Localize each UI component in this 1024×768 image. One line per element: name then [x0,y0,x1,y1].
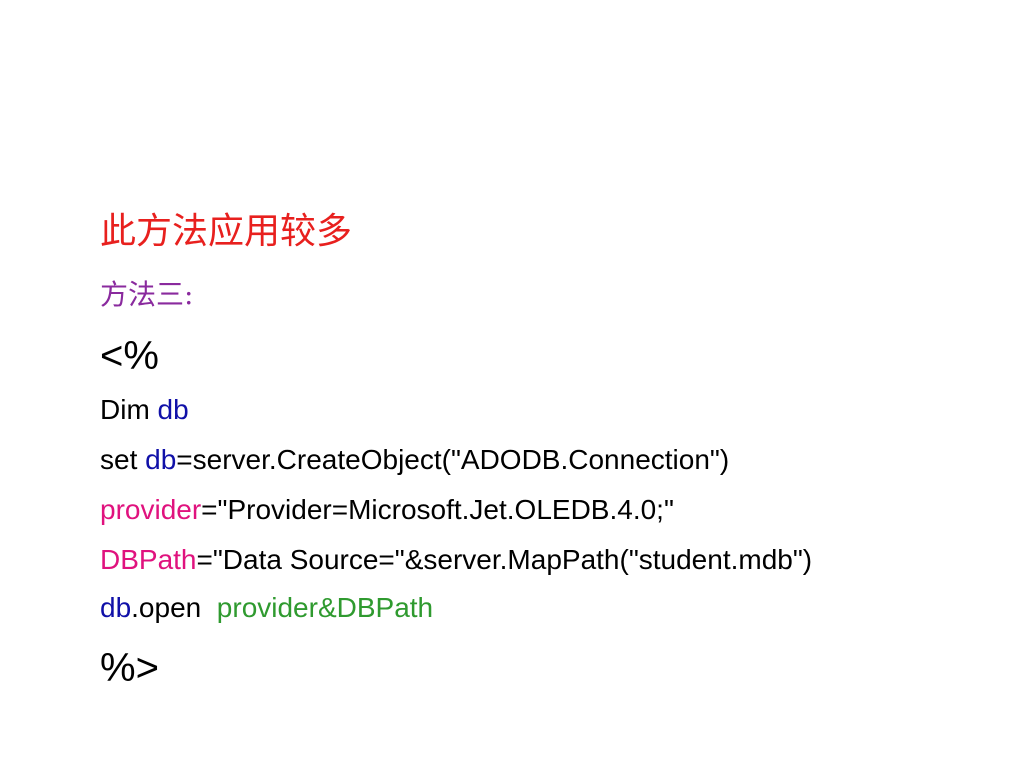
code-expression: ="Data Source="&server.MapPath("student.… [196,544,813,575]
code-expression: =server.CreateObject("ADODB.Connection") [176,444,730,475]
code-argument: provider&DBPath [216,592,434,623]
code-line-open: db.open provider&DBPath [100,594,433,622]
code-line-dim: Dim db [100,396,189,424]
code-variable: DBPath [100,544,197,575]
code-expression: ="Provider=Microsoft.Jet.OLEDB.4.0;" [201,494,674,525]
code-variable: db [145,444,177,475]
code-line-set: set db=server.CreateObject("ADODB.Connec… [100,446,729,474]
code-line-provider: provider="Provider=Microsoft.Jet.OLEDB.4… [100,496,674,524]
code-method: .open [131,592,217,623]
code-keyword: set [100,444,146,475]
code-keyword: Dim [100,394,158,425]
asp-close-tag: %> [100,646,159,690]
code-variable: provider [100,494,202,525]
asp-open-tag: <% [100,334,159,378]
slide-subheading: 方法三: [100,278,194,311]
code-variable: db [100,592,132,623]
code-line-dbpath: DBPath="Data Source="&server.MapPath("st… [100,546,812,574]
code-variable: db [157,394,189,425]
slide-heading: 此方法应用较多 [100,211,353,252]
